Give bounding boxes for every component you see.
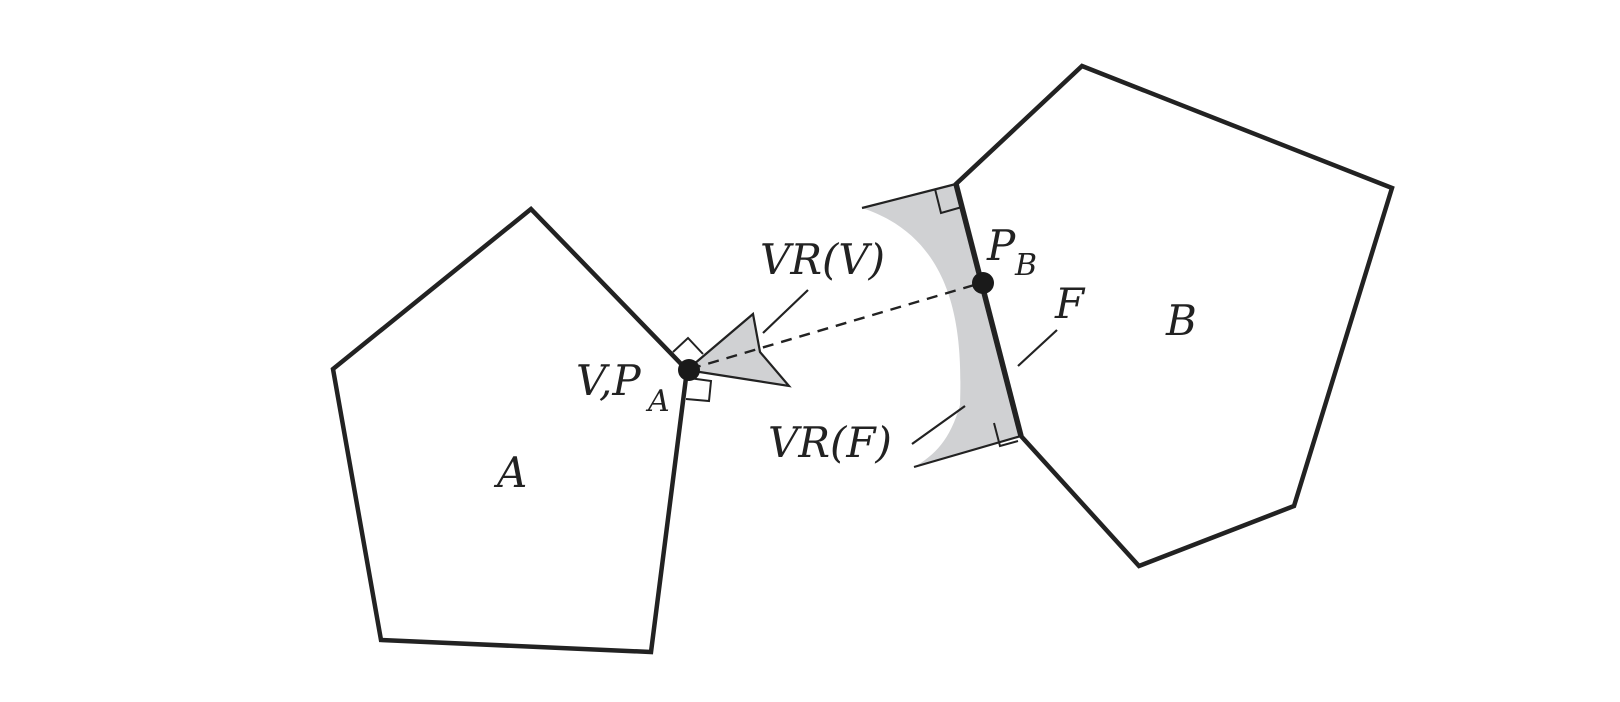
right-angle-marker-v-upper <box>672 336 704 355</box>
voronoi-region-v <box>684 311 792 388</box>
leader-face-f <box>1017 329 1058 367</box>
leader-vr-v <box>762 289 809 334</box>
voronoi-region-f <box>862 184 1021 467</box>
label-vertex-v-pa-subscript: A <box>645 384 670 419</box>
label-vertex-v-pa: V,P <box>576 356 641 405</box>
label-voronoi-region-v: VR(V) <box>760 235 885 284</box>
right-angle-marker-v-lower <box>685 377 713 403</box>
label-voronoi-region-f: VR(F) <box>768 418 892 467</box>
polygon-a <box>330 205 690 655</box>
right-angle-marker-f-bottom <box>993 422 1019 448</box>
label-polygon-b: B <box>1165 296 1197 345</box>
closest-distance-line <box>689 281 982 371</box>
label-polygon-a: A <box>493 448 527 497</box>
label-face-f: F <box>1054 279 1086 328</box>
voronoi-region-f-top-boundary <box>861 182 957 210</box>
voronoi-region-f-bottom-boundary <box>913 434 1022 469</box>
face-f-edge <box>953 183 1024 437</box>
label-point-pb: P <box>986 221 1016 270</box>
point-pb <box>972 272 994 294</box>
leader-vr-f <box>911 405 966 445</box>
right-angle-marker-f-top <box>934 188 963 215</box>
label-point-pb-subscript: B <box>1014 248 1037 283</box>
point-v-pa <box>678 359 700 381</box>
